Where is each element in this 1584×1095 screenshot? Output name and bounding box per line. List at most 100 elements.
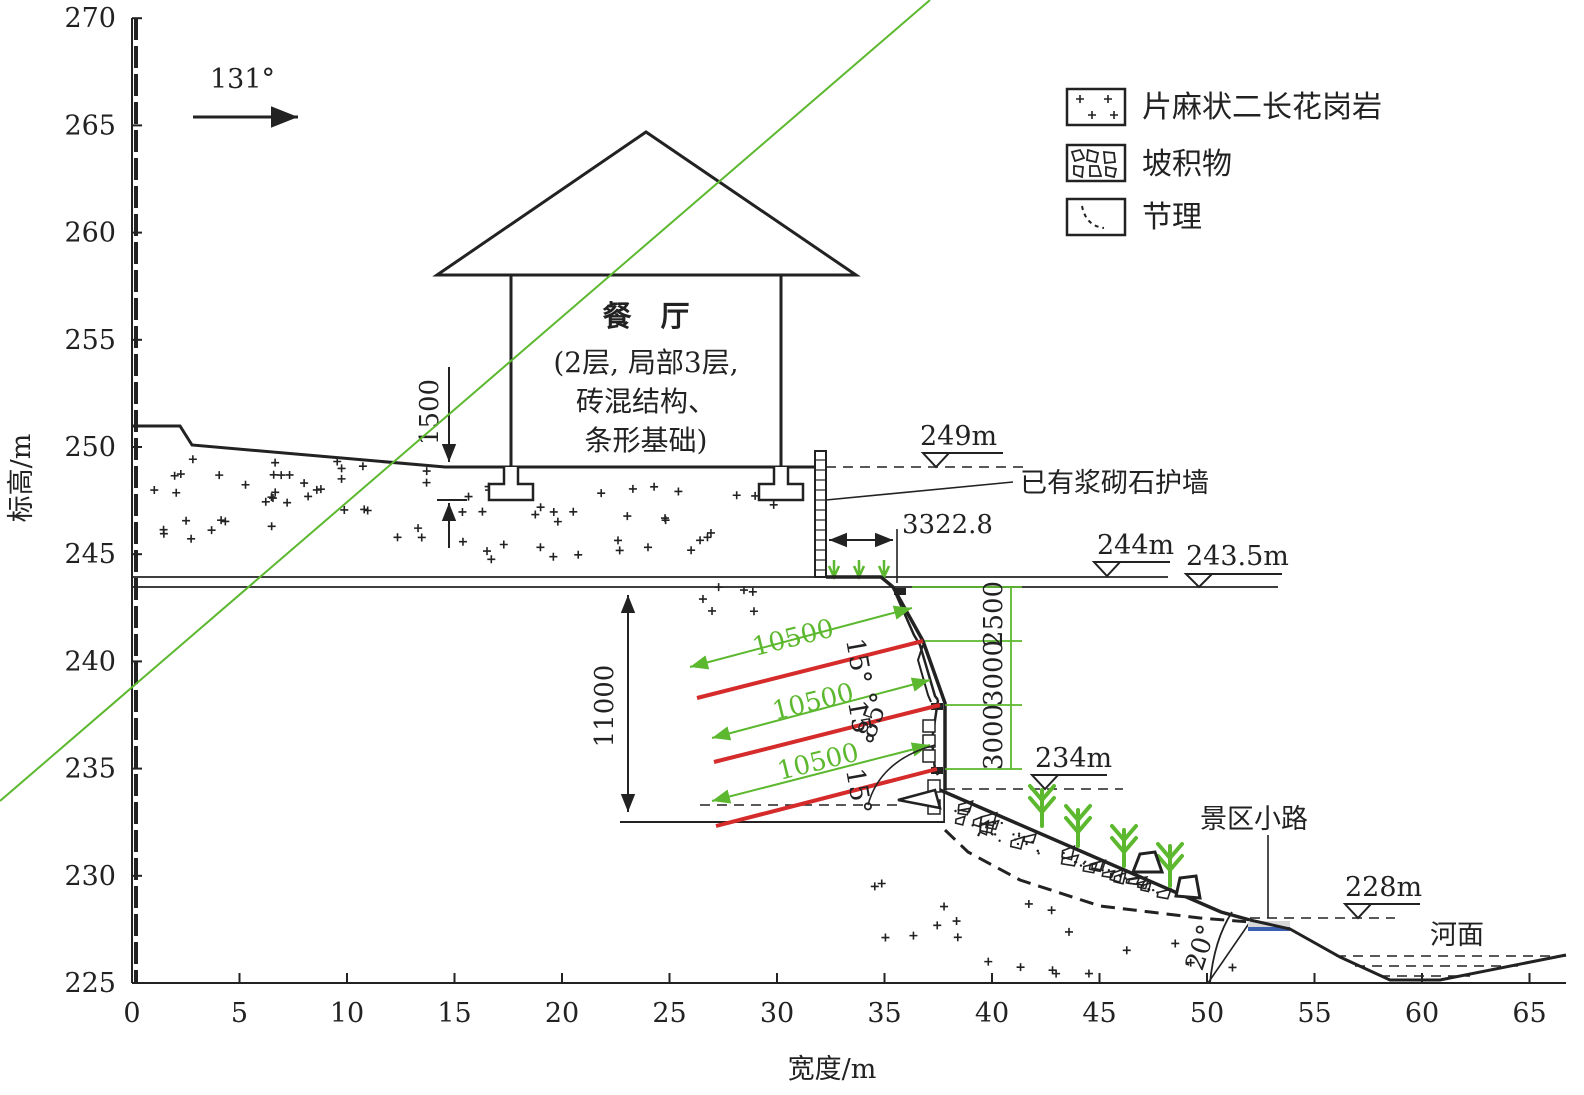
anchor-length-dim-2	[711, 677, 931, 741]
granite-cross	[464, 492, 473, 501]
debris-dot	[1079, 864, 1083, 867]
legend-item-joint: 节理	[1065, 197, 1202, 237]
anchors: 10500 10500 10500 15° 15° 15° 85°	[0, 0, 941, 828]
legend-item-granite: 片麻状二长花岗岩	[1065, 87, 1382, 127]
granite-cross	[478, 507, 487, 516]
granite-cross	[268, 494, 277, 503]
x-tick: 65	[1512, 973, 1547, 1029]
x-tick: 35	[867, 973, 902, 1029]
granite-cross	[269, 470, 278, 479]
debris-dot	[954, 809, 957, 813]
building-line-3: 条形基础)	[585, 424, 708, 457]
granite-cross	[1024, 899, 1033, 908]
granite-cross	[1171, 939, 1180, 948]
debris-rock	[1140, 881, 1152, 893]
debris-dot	[1107, 868, 1111, 872]
y-tick-label: 250	[64, 432, 116, 463]
granite-cross	[1228, 963, 1237, 972]
debris-rock	[1101, 869, 1116, 879]
building-line-1: (2层, 局部3层,	[553, 346, 738, 379]
y-tick: 265	[64, 110, 142, 141]
dimension-3000a-label: 3000	[979, 640, 1009, 706]
building-line-2: 砖混结构、	[576, 385, 716, 418]
granite-cross	[643, 543, 652, 552]
elevation-228-label: 228m	[1345, 872, 1422, 903]
debris-rock	[1091, 859, 1107, 871]
granite-cross	[553, 517, 562, 526]
dimension-3322: 3322.8	[829, 510, 993, 583]
granite-cross	[499, 540, 508, 549]
riverbed	[1249, 918, 1567, 982]
masonry-wall	[814, 450, 827, 578]
granite-cross	[1186, 958, 1195, 967]
wall-label: 已有浆砌石护墙	[1020, 468, 1209, 499]
x-tick: 60	[1405, 973, 1439, 1029]
granite-cross	[487, 555, 496, 564]
direction-label: 131°	[210, 64, 275, 95]
x-tick-label: 65	[1512, 998, 1546, 1029]
x-tick-label: 20	[545, 998, 579, 1029]
granite-cross	[536, 543, 545, 552]
x-tick-label: 10	[330, 998, 364, 1029]
dimension-1500-label: 1500	[415, 379, 445, 445]
dimension-11000: 11000	[590, 595, 636, 812]
granite-cross	[458, 537, 467, 546]
granite-cross	[703, 533, 712, 542]
granite-cross	[340, 505, 349, 514]
x-tick: 25	[652, 973, 687, 1029]
y-tick: 235	[64, 754, 142, 785]
debris-dot	[1156, 891, 1159, 894]
granite-cross	[1052, 969, 1061, 978]
debris-rock	[1136, 879, 1150, 890]
elevation-234-label: 234m	[1035, 743, 1112, 774]
elevation-243-5-label: 243.5m	[1186, 541, 1289, 572]
y-tick: 240	[64, 646, 142, 677]
granite-cross	[261, 497, 270, 506]
debris-dot	[1083, 860, 1087, 863]
y-tick: 245	[64, 539, 142, 570]
debris-dot	[1110, 873, 1113, 877]
elevation-244-label: 244m	[1097, 530, 1174, 561]
anchor-length-dim-3	[0, 0, 931, 802]
debris-rock	[979, 820, 996, 834]
y-tick-label: 235	[64, 754, 116, 785]
x-tick-label: 0	[123, 998, 140, 1029]
debris-rock	[957, 799, 974, 813]
x-tick-label: 40	[975, 998, 1009, 1029]
debris-dot	[1025, 841, 1029, 844]
granite-cross	[1122, 946, 1131, 955]
granite-cross	[549, 552, 558, 561]
grass-marks	[827, 560, 891, 581]
granite-cross	[422, 478, 431, 487]
granite-cross	[150, 486, 159, 495]
debris-rock	[954, 815, 967, 826]
granite-cross	[358, 462, 367, 471]
x-tick-label: 30	[760, 998, 794, 1029]
x-axis-label: 宽度/m	[788, 1054, 877, 1085]
platform-lines	[132, 576, 1278, 588]
x-tick-label: 60	[1405, 998, 1439, 1029]
granite-cross	[613, 536, 622, 545]
granite-cross	[172, 488, 181, 497]
granite-cross	[940, 902, 949, 911]
anchor-angle-label-3: 15°	[839, 766, 877, 817]
granite-cross	[628, 484, 637, 493]
direction-indicator: 131°	[193, 64, 298, 128]
granite-cross	[458, 507, 467, 516]
x-tick: 10	[330, 973, 364, 1029]
granite-cross	[337, 464, 346, 473]
dimension-2500-label: 2500	[979, 581, 1009, 647]
y-tick-label: 230	[64, 861, 116, 892]
granite-cross	[215, 471, 224, 480]
debris-angle-label: 20°	[1180, 921, 1223, 974]
x-tick: 20	[545, 973, 579, 1029]
debris-rock	[1009, 835, 1026, 850]
granite-cross	[277, 471, 286, 480]
anchor-spacing-dimension: 2500 3000 3000	[912, 581, 1022, 770]
granite-cross	[650, 482, 659, 491]
y-tick-label: 240	[64, 646, 116, 677]
granite-cross	[316, 485, 325, 494]
granite-cross	[1065, 927, 1074, 936]
granite-cross	[360, 505, 369, 514]
